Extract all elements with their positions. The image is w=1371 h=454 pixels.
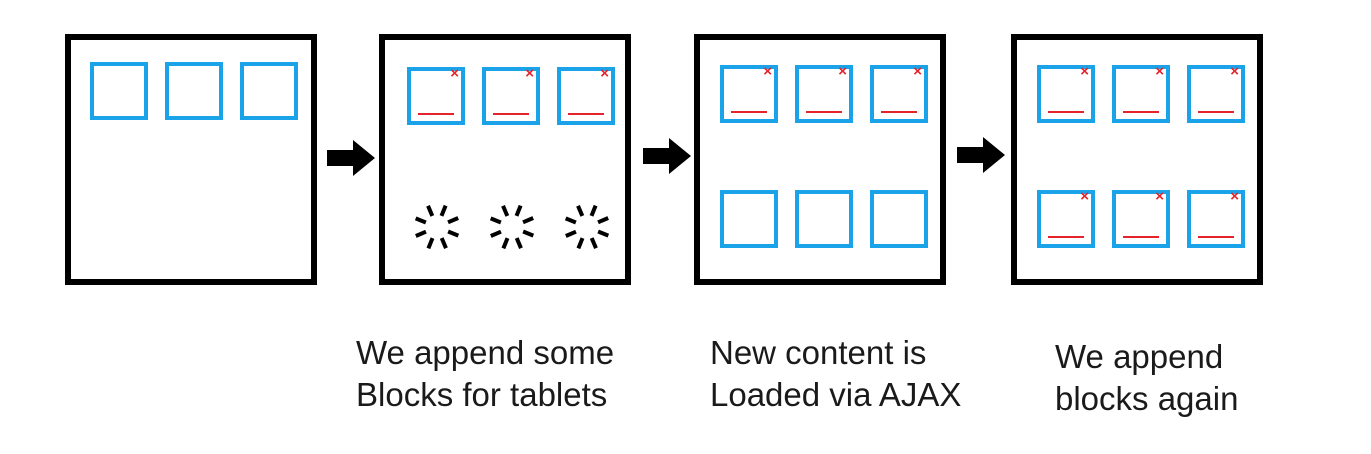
empty-block: [795, 190, 853, 248]
empty-block: [90, 62, 148, 120]
close-icon: ×: [913, 63, 922, 80]
close-icon: ×: [600, 65, 609, 82]
empty-block: [870, 190, 928, 248]
content-line: [1198, 111, 1234, 113]
content-block: ×: [482, 65, 540, 125]
content-block: ×: [407, 65, 465, 125]
content-line: [1048, 236, 1084, 238]
spinner-dash: [514, 204, 523, 217]
caption-line: blocks again: [1055, 380, 1239, 417]
caption-line: Loaded via AJAX: [710, 376, 962, 413]
content-line: [1123, 236, 1159, 238]
spinner-dash: [447, 229, 460, 238]
content-line: [1198, 236, 1234, 238]
spinner-dash: [439, 204, 448, 217]
empty-block: [720, 190, 778, 248]
spinner-dash: [576, 237, 585, 250]
spinner-dash: [501, 205, 510, 217]
caption-line: New content is: [710, 334, 927, 371]
content-line: [806, 111, 842, 113]
close-icon: ×: [525, 65, 534, 82]
content-block: ×: [1112, 63, 1170, 123]
content-line: [1123, 111, 1159, 113]
content-block: ×: [557, 65, 615, 125]
spinner-dash: [414, 216, 427, 225]
spinner-dash: [426, 237, 435, 250]
content-block: ×: [1187, 63, 1245, 123]
close-icon: ×: [1230, 188, 1239, 205]
caption-line: Blocks for tablets: [356, 376, 608, 413]
loading-spinner-icon: [564, 204, 610, 250]
spinner-dash: [597, 216, 609, 225]
spinner-dash: [564, 216, 577, 225]
caption-line: We append: [1055, 338, 1224, 375]
content-block: ×: [1187, 188, 1245, 248]
spinner-dash: [522, 216, 534, 225]
spinner-dash: [489, 216, 502, 225]
stage-1-initial-page: [65, 34, 317, 285]
close-icon: ×: [763, 63, 772, 80]
content-block: ×: [795, 63, 853, 123]
arrow-right-icon: [643, 138, 691, 174]
content-line: [731, 111, 767, 113]
spinner-dash: [576, 205, 585, 217]
spinner-dash: [501, 237, 510, 250]
spinner-dash: [426, 205, 435, 217]
close-icon: ×: [1155, 63, 1164, 80]
content-block: ×: [870, 63, 928, 123]
close-icon: ×: [1080, 63, 1089, 80]
empty-block: [240, 62, 298, 120]
arrow-right-icon: [957, 137, 1005, 173]
spinner-dash: [415, 229, 427, 238]
spinner-dash: [447, 216, 459, 225]
content-line: [881, 111, 917, 113]
spinner-dash: [522, 229, 535, 238]
caption-append-blocks: We append some Blocks for tablets: [356, 332, 614, 416]
spinner-dash: [597, 229, 610, 238]
content-block: ×: [1112, 188, 1170, 248]
caption-ajax-load: New content is Loaded via AJAX: [710, 332, 961, 416]
spinner-dash: [565, 229, 577, 238]
content-line: [418, 113, 454, 115]
content-line: [1048, 111, 1084, 113]
close-icon: ×: [450, 65, 459, 82]
content-line: [568, 113, 604, 115]
spinner-dash: [514, 237, 523, 249]
close-icon: ×: [1080, 188, 1089, 205]
caption-line: We append some: [356, 334, 615, 371]
content-block: ×: [1037, 63, 1095, 123]
content-line: [493, 113, 529, 115]
stage-4-appended-again: × × × × × ×: [1011, 34, 1263, 285]
close-icon: ×: [1155, 188, 1164, 205]
empty-block: [165, 62, 223, 120]
spinner-dash: [439, 237, 448, 249]
loading-spinner-icon: [489, 204, 535, 250]
content-block: ×: [1037, 188, 1095, 248]
close-icon: ×: [838, 63, 847, 80]
caption-append-again: We append blocks again: [1055, 336, 1238, 420]
spinner-dash: [589, 204, 598, 217]
close-icon: ×: [1230, 63, 1239, 80]
spinner-dash: [589, 237, 598, 249]
spinner-dash: [490, 229, 502, 238]
stage-3-ajax-loaded: × × ×: [694, 34, 946, 285]
stage-2-appended-blocks: × × ×: [379, 34, 631, 285]
loading-spinner-icon: [414, 204, 460, 250]
content-block: ×: [720, 63, 778, 123]
arrow-right-icon: [327, 140, 375, 176]
